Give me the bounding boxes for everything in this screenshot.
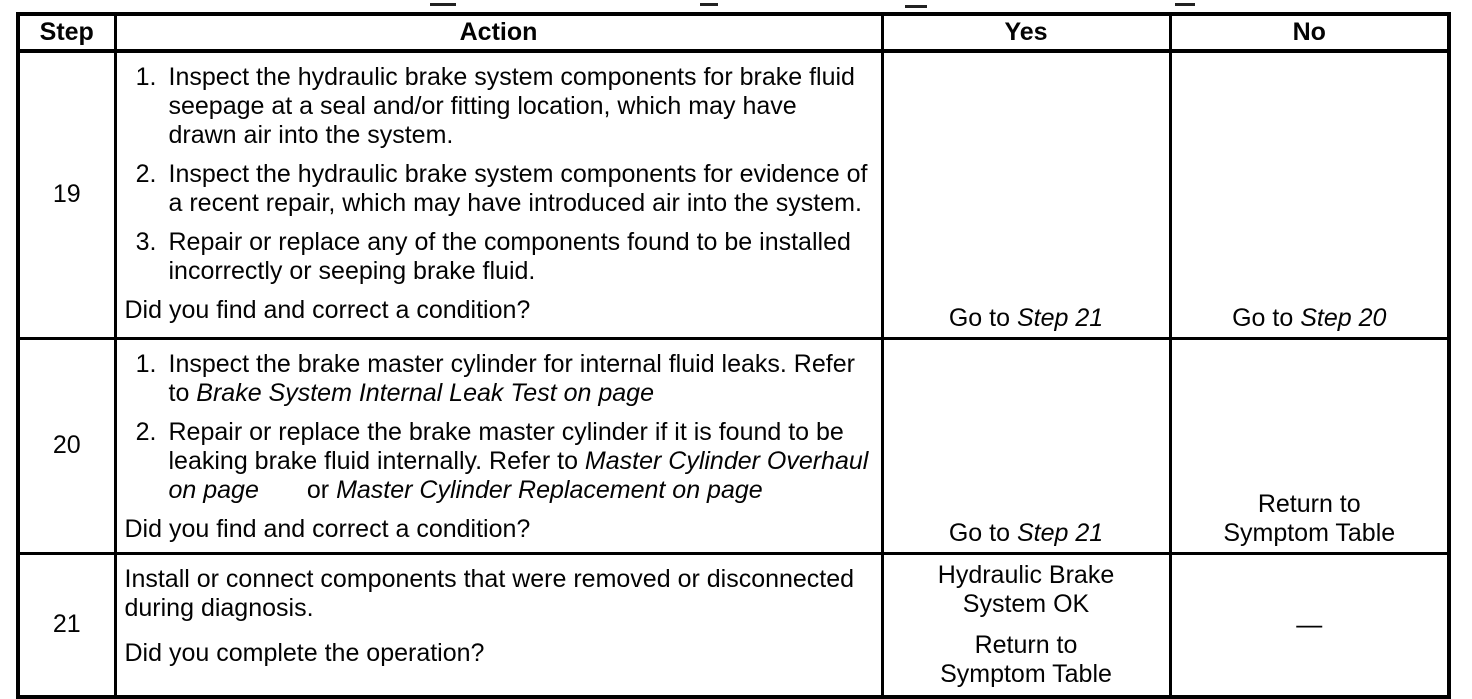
step-reference: Step 21 [1016,303,1104,332]
procedure-reference: Master Cylinder Replacement on page [336,475,763,504]
no-cell: Go to Step 20 [1168,49,1451,340]
scan-artifact [430,3,456,6]
yes-text: Go to [948,518,1017,547]
no-cell: Return to Symptom Table [1168,336,1451,555]
item-number: 2. [135,417,157,446]
header-no: No [1168,12,1451,53]
yes-cell: Go to Step 21 [880,49,1172,340]
em-dash: — [1296,608,1323,639]
table-row-step-19: 19 1. Inspect the hydraulic brake system… [16,49,1451,340]
yes-text: Go to [948,303,1017,332]
header-action: Action [113,12,884,53]
yes-return-text: Return to Symptom Table [940,630,1112,688]
action-item: 3. Repair or replace any of the componen… [125,228,875,286]
step-number: 20 [16,336,117,555]
item-number: 1. [135,349,157,378]
action-cell: 1. Inspect the hydraulic brake system co… [113,49,884,340]
item-joiner: or [306,475,337,504]
procedure-reference: Master Cylinder Overhaul on page [168,446,869,504]
action-question: Did you find and correct a condition? [124,296,531,324]
action-question: Did you find and correct a condition? [124,514,531,543]
scan-artifact [700,3,718,6]
action-text: Install or connect components that were … [124,564,855,622]
no-text: Return to Symptom Table [1223,489,1396,547]
header-row: Step Action Yes No [16,12,1451,53]
item-lead: Inspect the brake master cylinder for in… [168,349,855,407]
step-reference: Step 20 [1300,303,1387,332]
procedure-reference: Brake System Internal Leak Test on page [196,378,654,407]
header-yes: Yes [880,12,1172,53]
yes-result-text: Hydraulic Brake System OK [937,560,1115,618]
step-reference: Step 21 [1016,518,1104,547]
table-row-step-20: 20 1. Inspect the brake master cylinder … [16,336,1451,555]
item-number: 1. [135,63,157,91]
scan-artifact [905,5,927,8]
action-cell: Install or connect components that were … [113,551,884,698]
item-number: 2. [135,160,157,188]
table-row-step-21: 21 Install or connect components that we… [16,551,1451,698]
item-text: Repair or replace any of the components … [168,228,851,285]
item-text: Inspect the hydraulic brake system compo… [168,160,868,217]
item-text: Inspect the brake master cylinder for in… [169,350,875,408]
item-number: 3. [135,228,157,256]
diagnostic-table: Step Action Yes No 19 1. Inspect the hyd… [16,12,1451,699]
header-step: Step [16,12,117,53]
step-number: 19 [16,49,117,340]
action-item: 2. Repair or replace the brake master cy… [125,418,875,505]
step-number: 21 [16,551,117,698]
action-item: 2. Inspect the hydraulic brake system co… [125,160,875,218]
action-cell: 1. Inspect the brake master cylinder for… [113,336,884,555]
item-lead: Repair or replace the brake master cylin… [168,417,844,475]
yes-cell: Hydraulic Brake System OK Return to Symp… [880,551,1172,698]
action-question: Did you complete the operation? [124,638,485,667]
item-text: Inspect the hydraulic brake system compo… [168,63,855,149]
item-text: Repair or replace the brake master cylin… [169,418,875,505]
no-text: Go to [1232,303,1301,332]
action-item: 1. Inspect the brake master cylinder for… [125,350,875,408]
no-cell: — [1168,551,1451,698]
yes-cell: Go to Step 21 [880,336,1172,555]
scan-artifact [1175,3,1195,6]
action-item: 1. Inspect the hydraulic brake system co… [125,63,875,150]
